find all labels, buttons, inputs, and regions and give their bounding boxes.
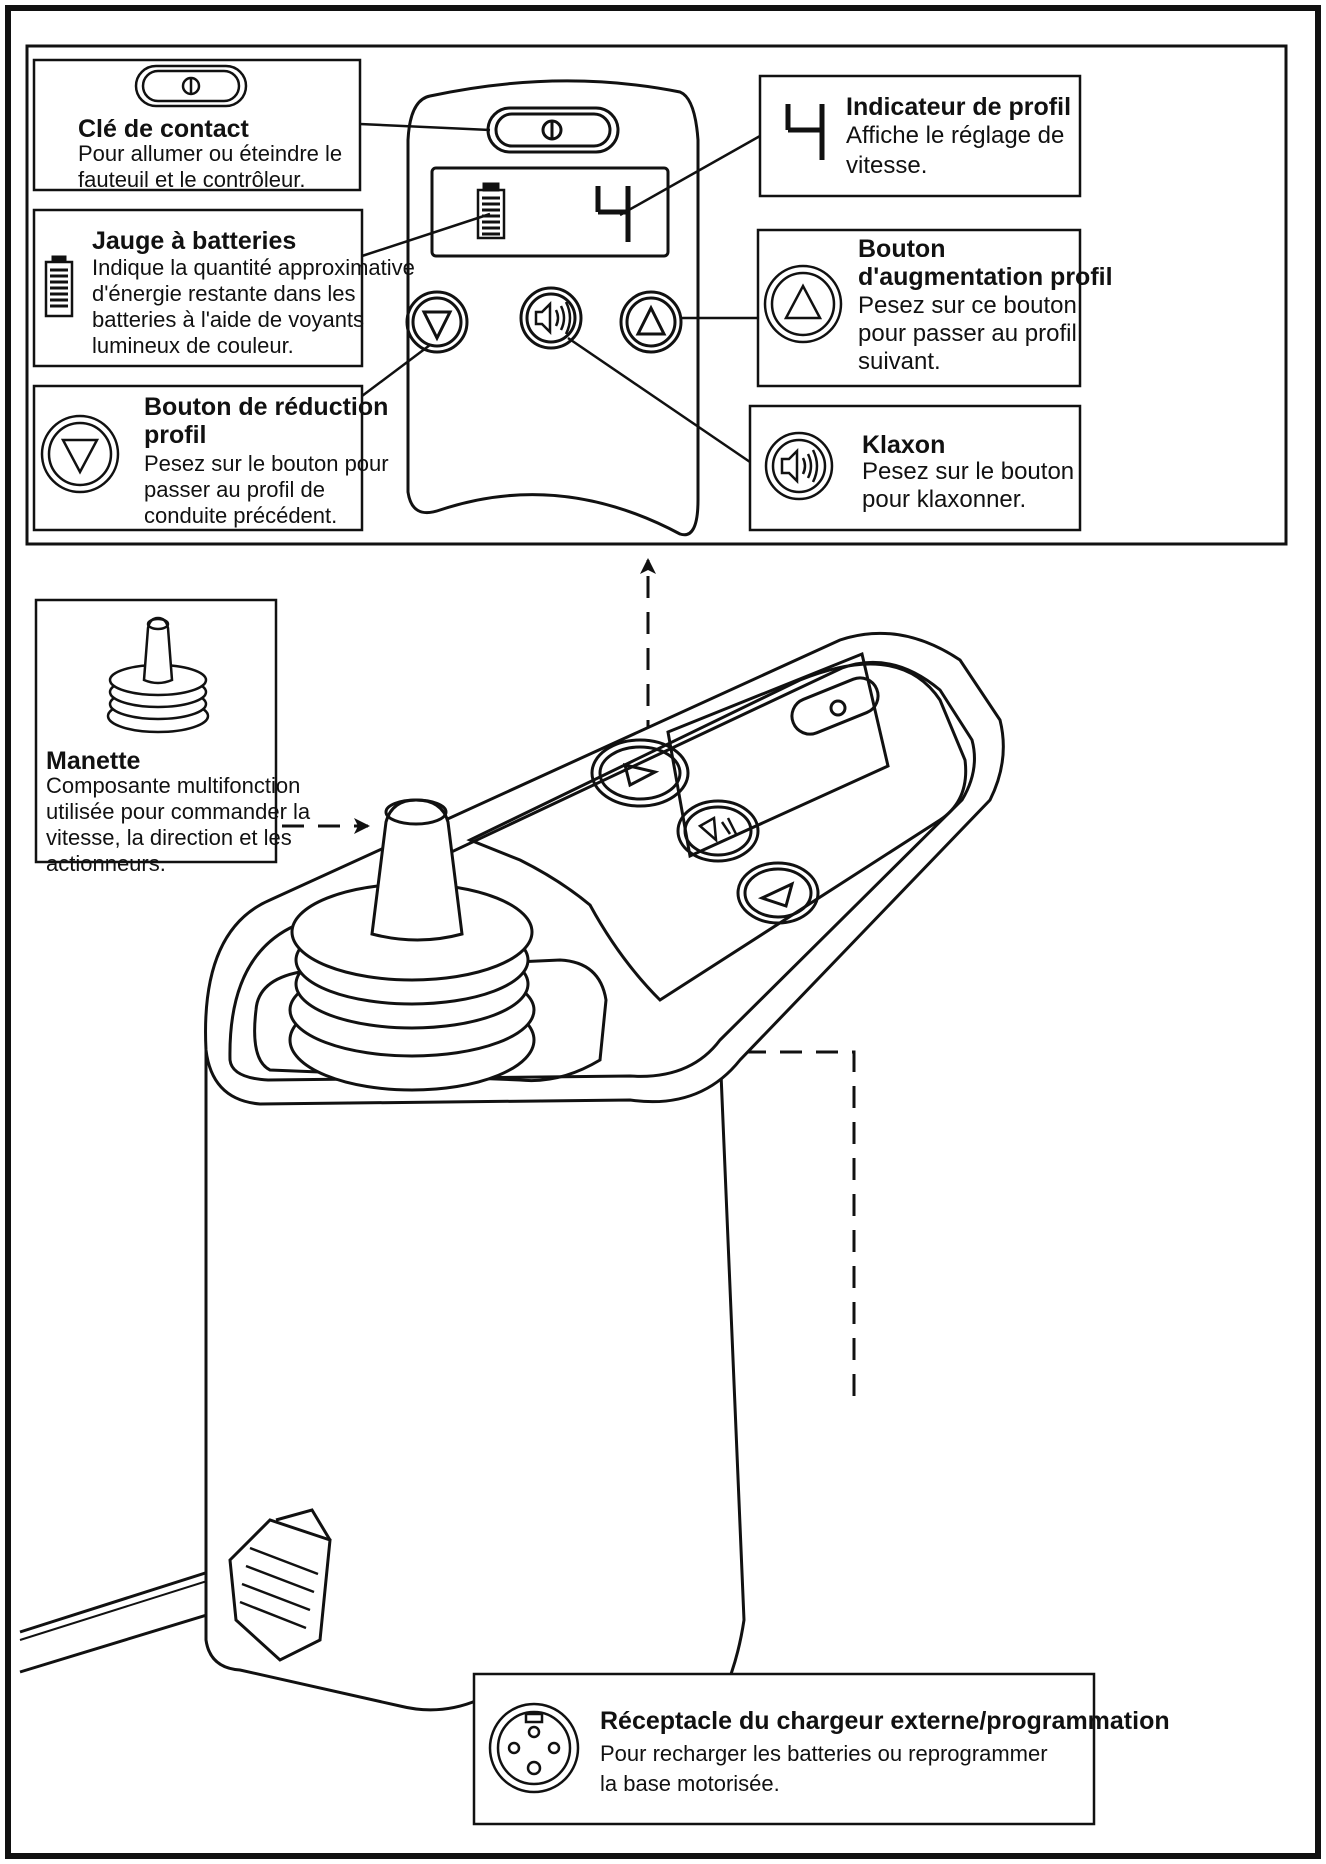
horn-desc-1: Pesez sur le bouton — [862, 458, 1075, 485]
triangle-down-button-icon — [40, 414, 120, 494]
profile-up-title-2: d'augmentation profil — [858, 263, 1113, 291]
joystick-title: Manette — [46, 747, 141, 775]
joystick-desc-4: actionneurs. — [46, 851, 166, 876]
callout-joystick-box — [34, 598, 278, 864]
horn-speaker-icon — [764, 431, 834, 501]
callout-horn-box — [748, 404, 1082, 532]
charger-socket-icon — [488, 1702, 580, 1794]
callout-profile-down-box — [32, 384, 364, 532]
profile-down-desc-1: Pesez sur le bouton pour — [144, 451, 389, 476]
triangle-up-button-icon — [763, 264, 843, 344]
profile-up-desc-3: suivant. — [858, 348, 941, 375]
battery-desc-2: d'énergie restante dans les — [92, 281, 356, 306]
callout-profile-indicator-box — [758, 74, 1082, 198]
outer-frame — [5, 5, 1321, 1859]
battery-desc-4: lumineux de couleur. — [92, 333, 294, 358]
charger-desc-1: Pour recharger les batteries ou reprogra… — [600, 1741, 1048, 1766]
detail-panel — [25, 44, 1288, 546]
profile-up-desc-1: Pesez sur ce bouton — [858, 292, 1077, 319]
ignition-desc-1: Pour allumer ou éteindre le — [78, 141, 343, 166]
horn-desc-2: pour klaxonner. — [862, 486, 1027, 513]
joystick-icon — [106, 616, 210, 734]
joystick-desc-2: utilisée pour commander la — [46, 799, 311, 824]
callout-charger-box — [472, 1672, 1096, 1826]
profile-up-title-1: Bouton — [858, 235, 946, 263]
leader-lines — [359, 122, 761, 464]
dashed-arrows — [282, 558, 856, 1396]
profile-up-desc-2: pour passer au profil — [858, 320, 1077, 347]
profile-down-desc-3: conduite précédent. — [144, 503, 338, 528]
seven-segment-digit-icon — [785, 104, 825, 160]
battery-title: Jauge à batteries — [92, 227, 297, 255]
charger-desc-2: la base motorisée. — [600, 1771, 780, 1796]
controller-face — [405, 79, 700, 537]
battery-desc-1: Indique la quantité approximative — [92, 255, 415, 280]
profile-down-title-1: Bouton de réduction — [144, 393, 389, 421]
joystick-desc-3: vitesse, la direction et les — [46, 825, 292, 850]
charger-title: Réceptacle du chargeur externe/programma… — [600, 1707, 1170, 1735]
callout-ignition-box — [32, 58, 362, 192]
profile-down-title-2: profil — [144, 421, 207, 449]
battery-gauge-icon — [44, 255, 74, 318]
profile-indicator-title: Indicateur de profil — [846, 93, 1072, 121]
callout-profile-up-box — [756, 228, 1082, 388]
battery-desc-3: batteries à l'aide de voyants — [92, 307, 365, 332]
controller-3d — [19, 631, 1005, 1712]
profile-indicator-desc-1: Affiche le réglage de — [846, 122, 1065, 149]
callout-battery-box — [32, 208, 364, 368]
ignition-desc-2: fauteuil et le contrôleur. — [78, 167, 306, 192]
profile-indicator-desc-2: vitesse. — [846, 152, 928, 179]
key-switch-icon — [134, 64, 248, 108]
joystick-desc-1: Composante multifonction — [46, 773, 301, 798]
ignition-title: Clé de contact — [78, 115, 249, 143]
profile-down-desc-2: passer au profil de — [144, 477, 325, 502]
horn-title: Klaxon — [862, 431, 946, 459]
